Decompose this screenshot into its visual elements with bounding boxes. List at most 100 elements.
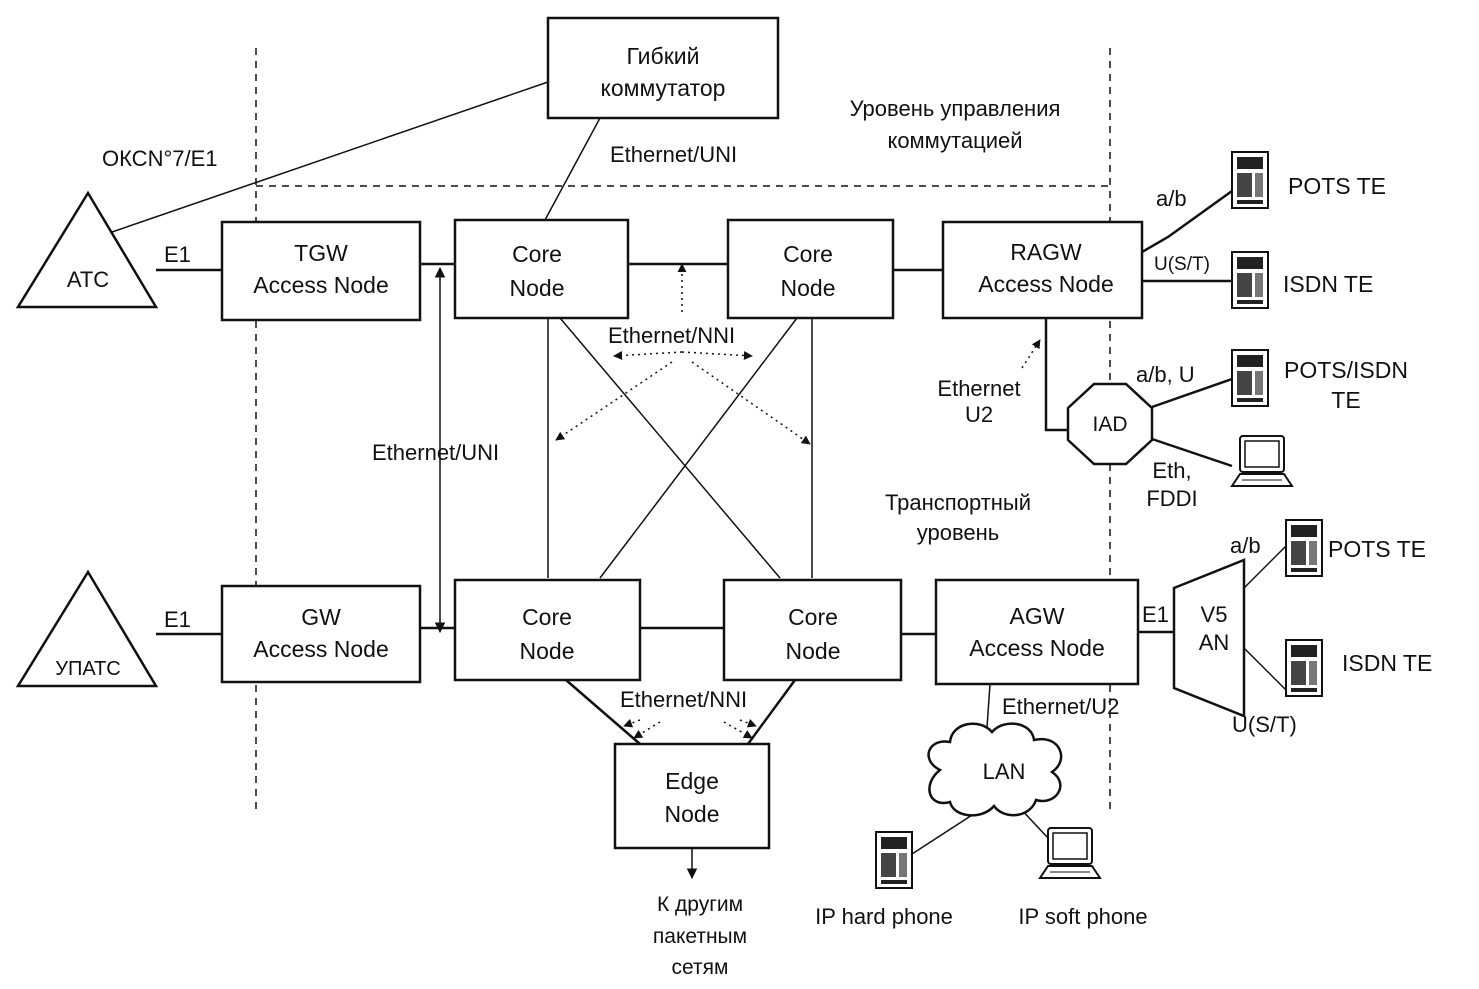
control-layer-label-line1: Уровень управления [850,96,1061,121]
core-node-bottom-left-box[interactable] [453,578,642,682]
nodes [15,16,1246,850]
e1-upatc-label: E1 [164,607,191,632]
ragw-iad-link [1044,318,1068,432]
isdn-te-label-2: ISDN TE [1342,650,1432,676]
isdn-phone-icon[interactable] [1231,251,1269,309]
ethernet-u2-bottom-label: Ethernet/U2 [1002,694,1119,719]
other-networks-line1: К другим [657,893,743,916]
abu-iad-label: a/b, U [1136,362,1195,387]
isdn-phone-icon-2[interactable] [1285,639,1323,697]
v5-an-trapezoid[interactable] [1172,558,1246,718]
core-node-top-right-box[interactable] [726,218,895,320]
us-isdn-label: U(S/T) [1154,254,1210,275]
ip-hard-phone-icon[interactable] [875,831,913,889]
labels: Гибкий коммутатор Уровень управления ком… [55,43,1432,979]
pots-phone-icon-2[interactable] [1285,519,1323,577]
pots-te-label-1: POTS TE [1288,173,1386,199]
nni-bottom-right-arrow [723,721,753,739]
edge-label-line2: Node [665,801,720,827]
nni-bottom-left-short [623,718,641,728]
nni-bottom-right-short [739,718,757,728]
nni-arrow-left [613,351,683,361]
core-tl-label-line1: Core [512,241,562,267]
iad-pots-isdn-link [1151,377,1233,409]
ip-hard-phone-label: IP hard phone [815,904,953,929]
v5-isdn-link [1243,647,1287,691]
pots-isdn-phone-icon[interactable] [1231,349,1269,407]
softswitch-box[interactable] [546,16,780,120]
isdn-te-label-1: ISDN TE [1283,271,1373,297]
control-layer-label-line2: коммутацией [887,128,1022,153]
core-tr-label-line1: Core [783,241,833,267]
softswitch-to-atc-link [111,81,549,233]
softswitch-to-core-link [544,117,601,221]
ip-soft-phone-label: IP soft phone [1018,904,1147,929]
pots-isdn-te-label-line1: POTS/ISDN [1284,357,1408,383]
core-node-bottom-right-box[interactable] [722,578,903,682]
other-networks-line2: пакетным [653,925,747,948]
tgw-access-node-box[interactable] [220,220,422,322]
ragw-pots-link [1141,189,1233,254]
oksn7-link-label: ОКСN°7/E1 [102,146,218,171]
ip-soft-phone-laptop-icon[interactable] [1039,827,1101,879]
tgw-label-line1: TGW [294,240,348,266]
transport-layer-label-line1: Транспортный [885,490,1031,515]
laptop-icon[interactable] [1231,435,1293,487]
agw-access-node-box[interactable] [934,578,1140,686]
core-bl-label-line1: Core [522,604,572,630]
upatc-label: УПАТС [55,658,121,680]
pots-phone-icon[interactable] [1231,151,1269,209]
other-networks-line3: сетям [672,956,729,979]
mesh-diagonal-2 [599,317,798,579]
iad-laptop-link [1151,437,1233,468]
nni-arrow-right [681,351,753,361]
core-edge-link-right [746,679,797,745]
ethernet-u2-right-line2: U2 [965,402,993,427]
atc-triangle[interactable] [15,190,159,309]
ethernet-uni-top-label: Ethernet/UNI [610,142,737,167]
ab-v5-label: a/b [1230,533,1261,558]
pots-isdn-te-label-line2: TE [1331,387,1360,413]
lan-label: LAN [983,759,1026,784]
ethernet-u2-right-line1: Ethernet [937,376,1020,401]
ethernet-uni-mid-label: Ethernet/UNI [372,440,499,465]
core-br-label-line2: Node [786,638,841,664]
tgw-label-line2: Access Node [253,272,389,298]
edge-node-box[interactable] [613,742,771,850]
core-edge-link-left [565,679,641,745]
arrows [434,263,1041,880]
iad-label: IAD [1092,413,1127,436]
core-br-label-line1: Core [788,604,838,630]
ab-pots-label: a/b [1156,186,1187,211]
ethernet-u2-arrow [1021,339,1041,369]
eth-fddi-line1: Eth, [1152,458,1191,483]
gw-access-node-box[interactable] [220,584,422,684]
softswitch-label-line1: Гибкий [627,43,700,69]
core-node-top-left-box[interactable] [453,218,630,320]
e1-v5-label: E1 [1142,602,1169,627]
upatc-triangle[interactable] [15,569,159,688]
gw-label-line1: GW [301,604,341,630]
mesh-diagonal-1 [559,317,781,579]
ethernet-nni-top-label: Ethernet/NNI [608,323,735,348]
atc-label: АТС [67,267,109,292]
ethernet-nni-bottom-label: Ethernet/NNI [620,687,747,712]
agw-label-line1: AGW [1010,603,1065,629]
ragw-label-line2: Access Node [978,271,1114,297]
agw-label-line2: Access Node [969,635,1105,661]
edge-label-line1: Edge [665,768,719,794]
nni-arrow-down-left [555,361,673,441]
e1-atc-label: E1 [164,242,191,267]
ragw-label-line1: RAGW [1010,239,1082,265]
ragw-access-node-box[interactable] [941,220,1144,320]
core-tr-label-line2: Node [781,275,836,301]
eth-fddi-line2: FDDI [1146,486,1197,511]
lan-cloud[interactable] [927,722,1063,817]
v5-label-line2: AN [1199,630,1230,655]
iad-octagon[interactable] [1066,382,1154,466]
nni-arrow-down-right [691,361,811,445]
v5-label-line1: V5 [1201,602,1228,627]
transport-layer-label-line2: уровень [917,520,1000,545]
